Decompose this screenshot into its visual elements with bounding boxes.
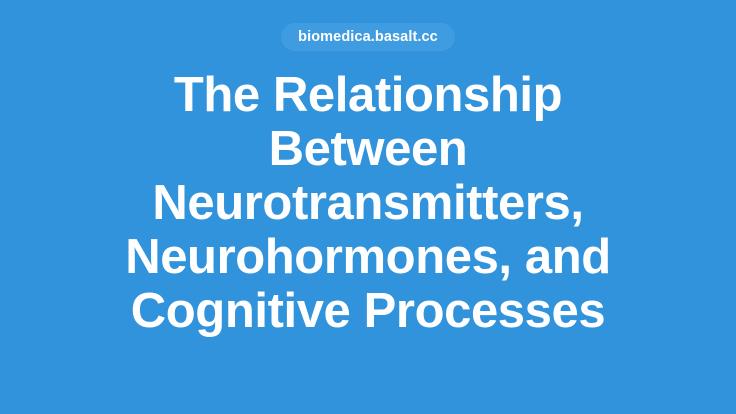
title-line-3: Neurotransmitters, [152,176,584,230]
title-line-5: Cognitive Processes [130,284,606,338]
title-line-1: The Relationship [173,68,563,122]
title-line-4: Neurohormones, and [125,230,611,284]
title-wrap: The Relationship Between Neurotransmitte… [0,68,736,338]
title-line-2: Between [268,122,468,176]
article-title: The Relationship Between Neurotransmitte… [0,68,736,338]
badge-row: biomedica.basalt.cc [0,23,736,51]
domain-badge[interactable]: biomedica.basalt.cc [281,23,455,51]
